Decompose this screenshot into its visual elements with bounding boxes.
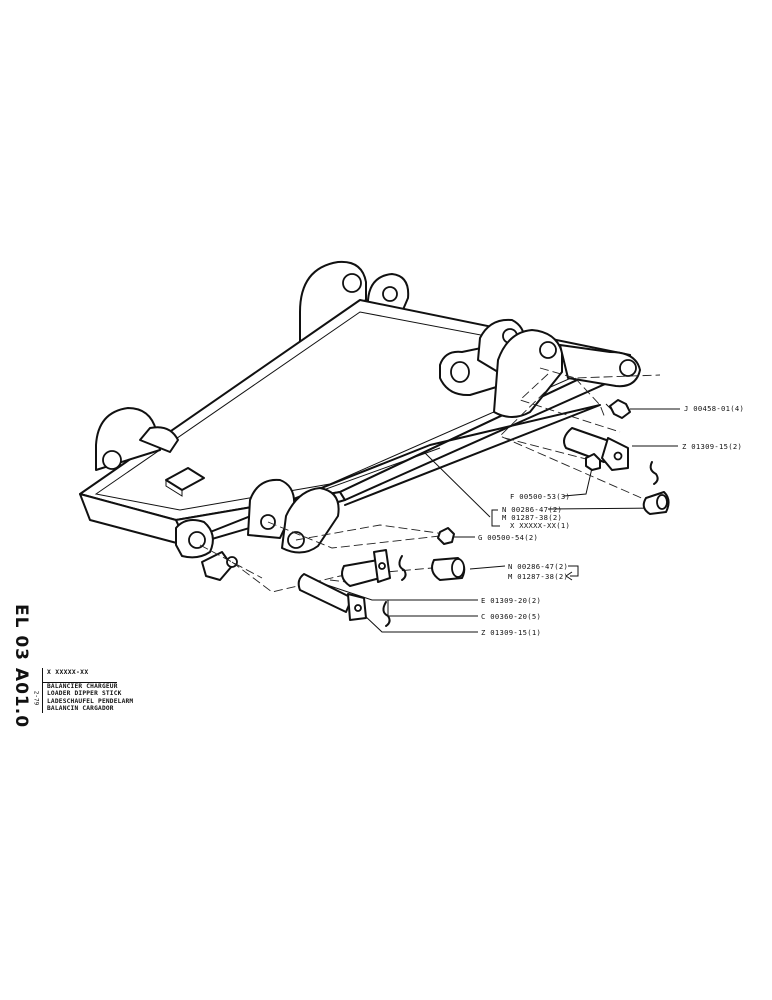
label-part-n-upper: N 00286-47(2) [502, 505, 562, 514]
label-part-x-ref: X XXXXX-XX(1) [510, 521, 570, 530]
label-part-m-upper: M 01287-38(2) [502, 513, 562, 522]
label-part-m-lower: M 01287-38(2) [508, 572, 568, 581]
label-part-c: C 00360-20(5) [481, 612, 541, 621]
loader-dipper-stick-frame [79, 260, 641, 581]
title-spanish: BALANCIN CARGADOR [47, 705, 114, 713]
part-c-clip-middle [398, 555, 407, 581]
label-part-z-lower: Z 01309-15(1) [481, 628, 541, 637]
part-g-nut [437, 527, 455, 545]
document-date: 2-79 [30, 686, 42, 710]
title-block: X XXXXX-XX BALANCIER CHARGEUR LOADER DIP… [42, 668, 163, 713]
part-e-pin [341, 549, 391, 587]
label-part-z-right: Z 01309-15(2) [682, 442, 742, 451]
title-german: LADESCHAUFEL PENDELARM [47, 697, 134, 705]
part-f-nut [585, 453, 601, 471]
document-date-text: 2-79 [32, 690, 40, 706]
label-part-j: J 00458-01(4) [684, 404, 744, 413]
part-c-clip-lower [382, 601, 391, 627]
title-french: BALANCIER CHARGEUR [47, 683, 118, 690]
part-j-grease-fitting [605, 399, 631, 419]
part-n-bushing-left [431, 557, 466, 581]
document-code-text: EL 03 A01.0 [11, 603, 31, 729]
label-part-f: F 00500-53(3) [510, 492, 570, 501]
part-c-clip-right [649, 461, 659, 485]
label-part-g: G 00500-54(2) [478, 533, 538, 542]
title-english: LOADER DIPPER STICK [47, 690, 122, 698]
label-part-n-lower: N 00286-47(2) [508, 562, 568, 571]
title-reference: X XXXXX-XX [43, 668, 117, 683]
part-z-pin-lower [297, 573, 367, 621]
part-n-bushing-right [642, 491, 670, 515]
label-part-e: E 01309-20(2) [481, 596, 541, 605]
